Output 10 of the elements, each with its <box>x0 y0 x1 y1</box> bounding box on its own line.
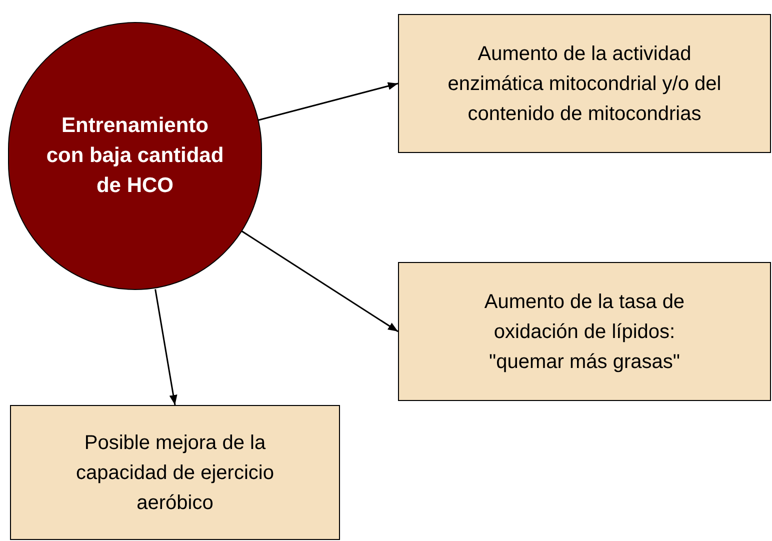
text-box <box>398 14 771 153</box>
node-text: Aumento de la tasa de oxidación de lípidos: "quemar más grasas" <box>483 290 686 374</box>
text-box <box>10 405 340 540</box>
node-text: Entrenamiento con baja cantidad de HCO <box>45 113 225 199</box>
arrow <box>258 82 398 121</box>
arrow <box>154 289 178 406</box>
node-text: Aumento de la actividad enzimática mitocondrial y/o del contenido de mitocondrias <box>446 42 722 126</box>
arrow <box>241 230 398 332</box>
text-box <box>398 262 771 401</box>
node-text: Posible mejora de la capacidad de ejercicio aeróbico <box>75 430 275 516</box>
